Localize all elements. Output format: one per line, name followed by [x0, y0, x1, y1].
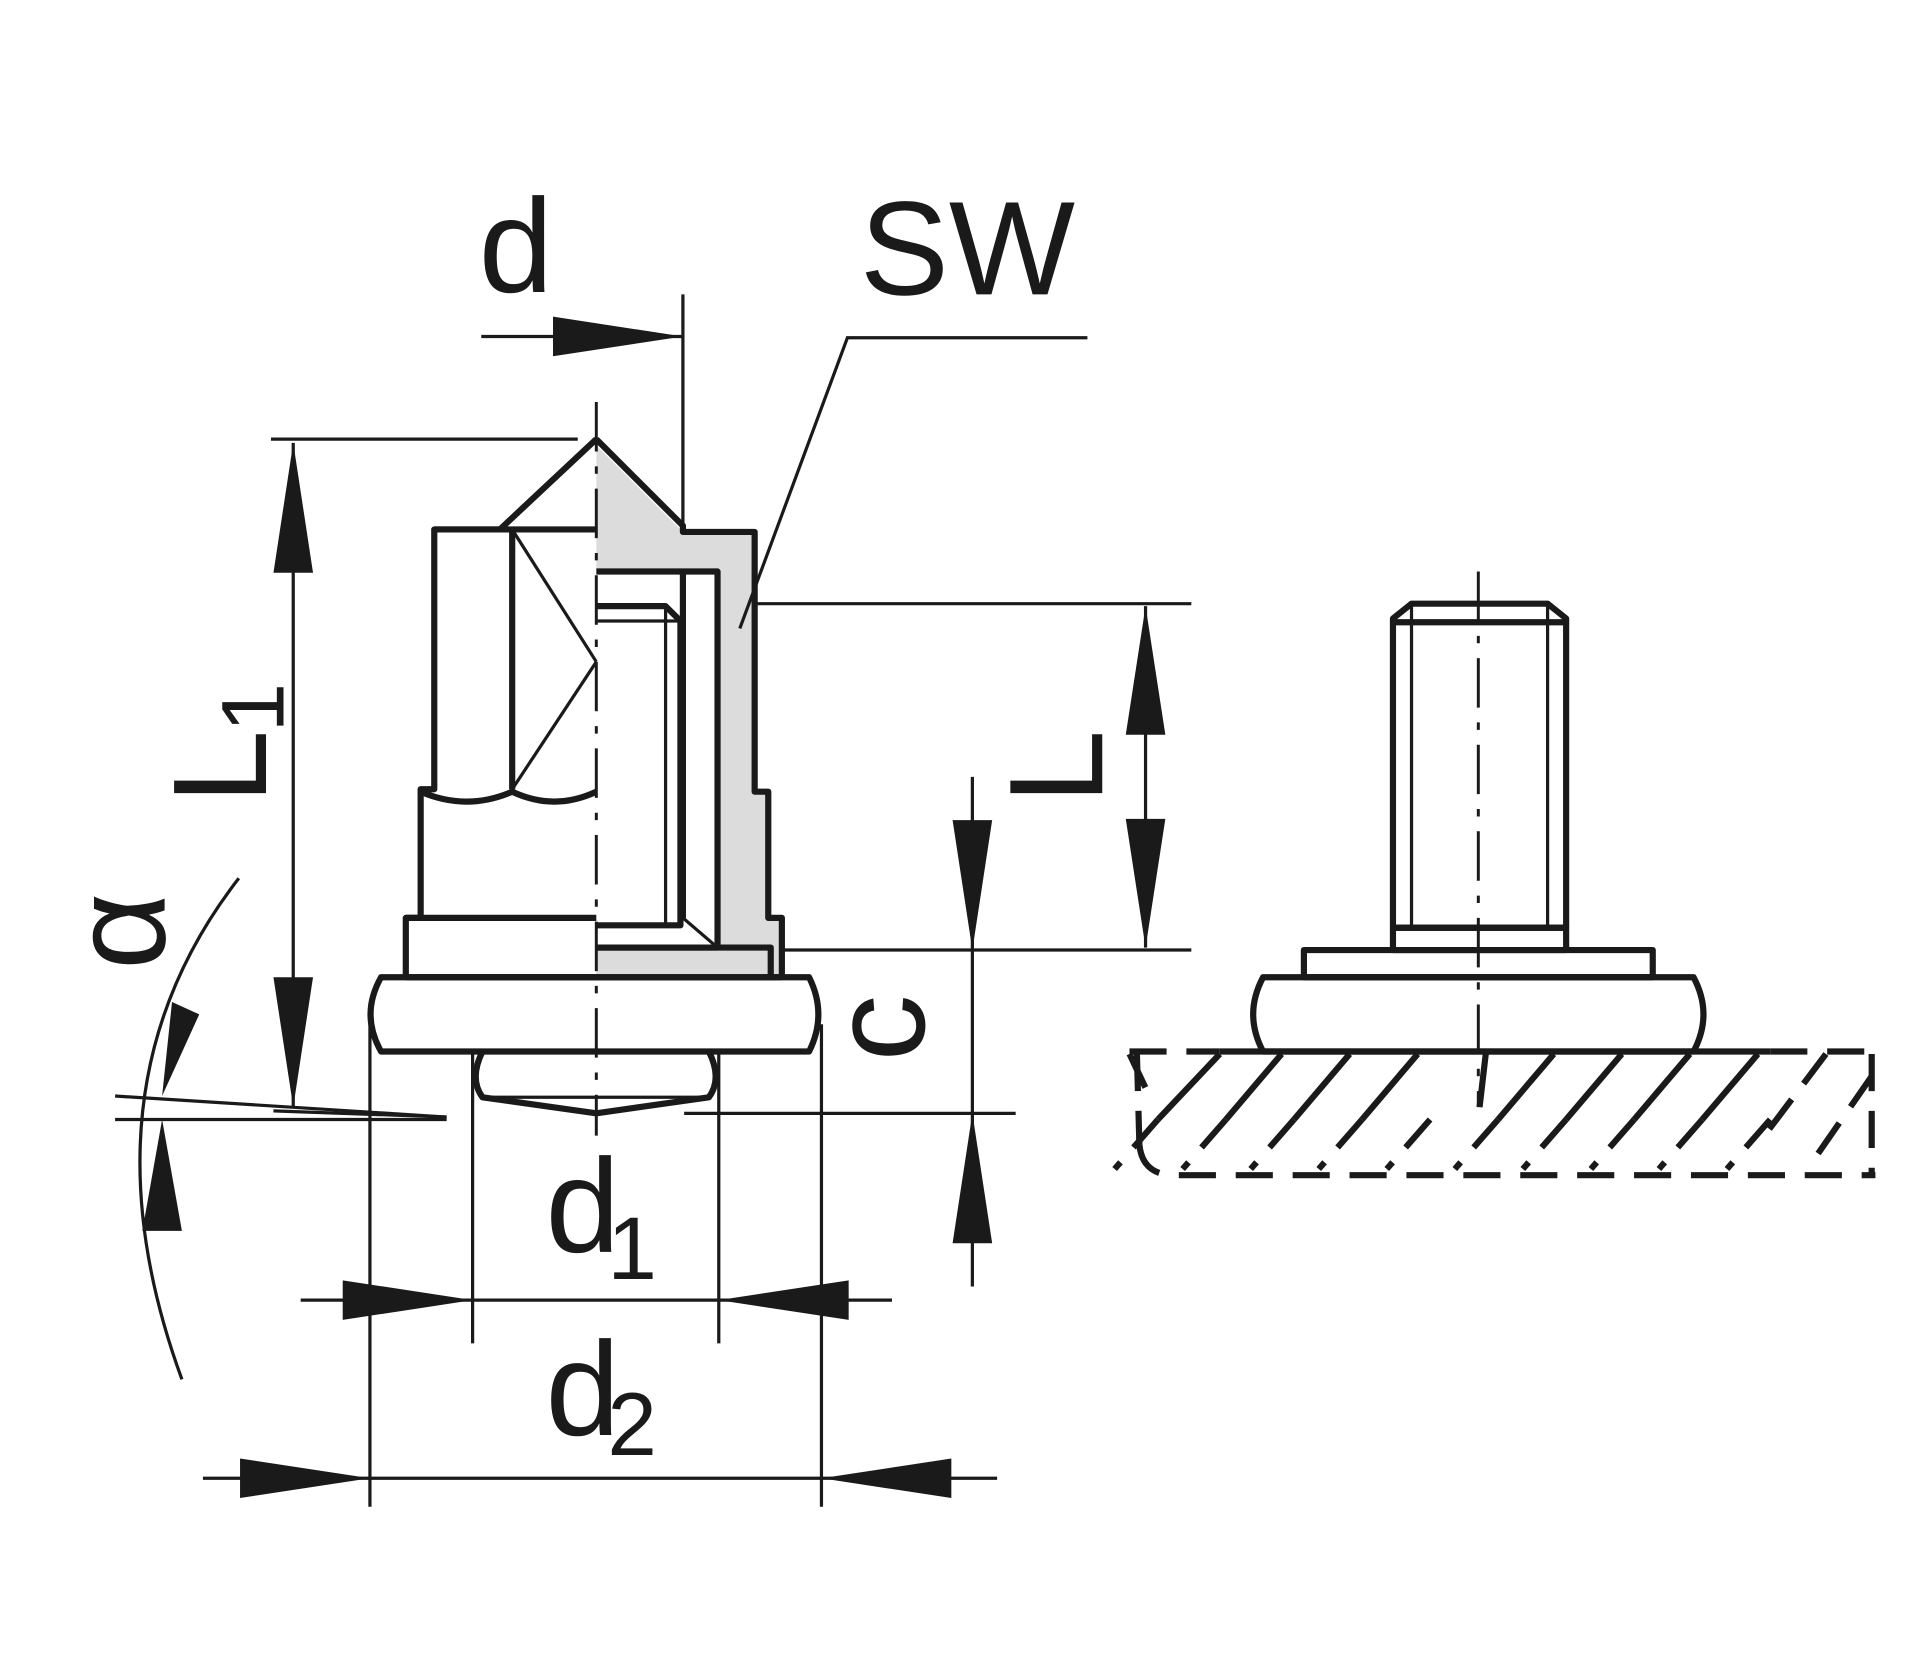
stud-outline [596, 603, 684, 929]
label-sw: SW [860, 174, 1075, 323]
label-l1-main: L [146, 730, 295, 804]
label-d2-sub: 2 [607, 1374, 657, 1474]
flange-outline [596, 944, 774, 978]
label-d2: d 2 [546, 1315, 657, 1474]
label-l-main: L [982, 730, 1131, 804]
l1-arrow-top [273, 442, 314, 573]
hatch-lines-dashed [1112, 1052, 1875, 1172]
d-arrow [553, 316, 683, 357]
alpha-arrow-bottom [142, 1119, 182, 1231]
dimensions: d SW L 1 L α c d 1 d 2 [45, 172, 1192, 1507]
label-d1: d 1 [546, 1132, 657, 1298]
d2-arrow-left [240, 1458, 370, 1499]
floor-bottom-dashed [1136, 1143, 1876, 1179]
sw-leader-line [738, 336, 1088, 629]
section-fill [596, 445, 782, 978]
label-l1-sub: 1 [202, 683, 302, 733]
label-c-main: c [804, 995, 953, 1062]
alpha-arc [138, 877, 241, 1380]
floor-hatching [1112, 1048, 1876, 1179]
hex-face-diag-b [510, 660, 598, 791]
d2-arrow-right [821, 1458, 952, 1499]
hex-face-diag-a [510, 528, 598, 663]
base-disc [367, 974, 822, 1055]
label-d: d [479, 172, 553, 321]
l-arrow-bottom [1125, 818, 1166, 948]
hatch-lines-solid [1155, 1051, 1761, 1122]
label-d1-main: d [546, 1132, 620, 1281]
c-arrow-bottom [952, 1113, 993, 1244]
hex-body-outline [402, 436, 599, 978]
l-arrow-top [1125, 606, 1166, 735]
bore-outline [596, 568, 721, 951]
d1-arrow-right [718, 1280, 849, 1320]
left-view-leveling-foot [367, 402, 822, 1136]
label-d1-sub: 1 [607, 1198, 657, 1298]
hex-bottom-arc [419, 788, 598, 805]
alpha-arrow-top [162, 1002, 200, 1097]
label-l1: L 1 [146, 683, 302, 804]
alpha-tilt-line [115, 1094, 447, 1119]
c-arrow-top [952, 820, 993, 951]
label-l: L [982, 730, 1131, 804]
l1-arrow-bottom [273, 977, 314, 1108]
right-view-mounted [1250, 571, 1707, 1108]
label-c: c [804, 995, 953, 1062]
label-d2-main: d [546, 1315, 620, 1464]
label-alpha: α [45, 893, 194, 970]
label-alpha-main: α [45, 893, 194, 970]
d1-arrow-left [342, 1280, 473, 1320]
bore-chamfer [681, 916, 719, 949]
